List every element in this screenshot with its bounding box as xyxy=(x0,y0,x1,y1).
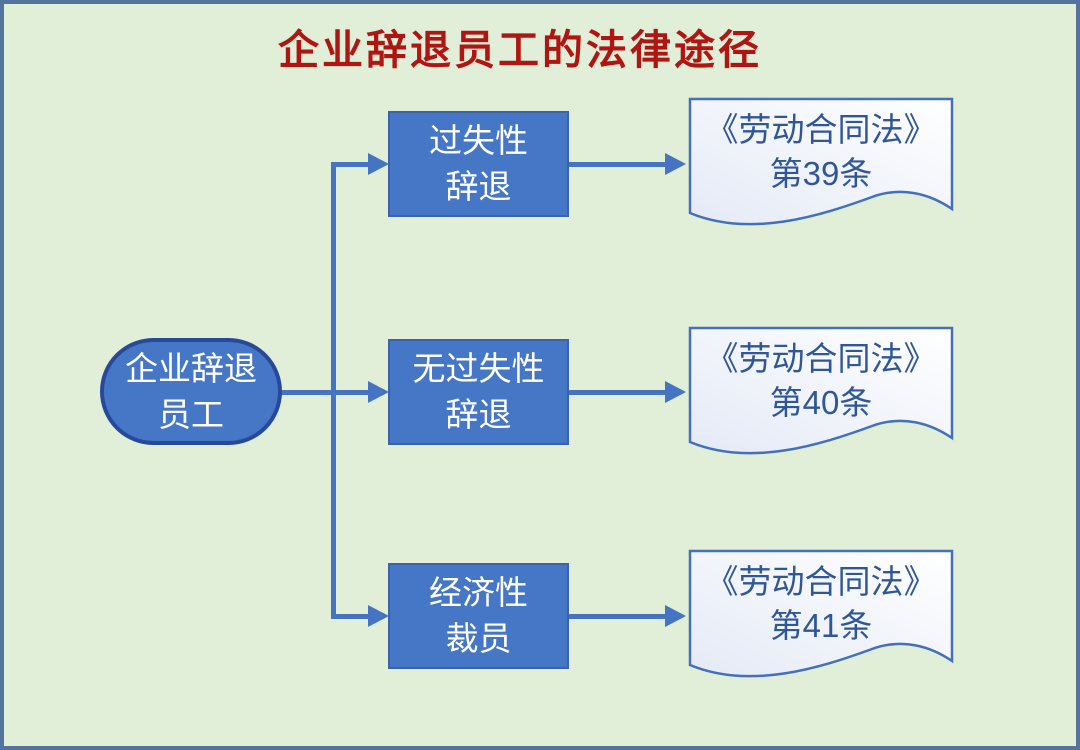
process-box-line1: 过失性 xyxy=(429,122,528,160)
process-box-line1: 经济性 xyxy=(429,574,528,612)
arrowhead-icon xyxy=(665,153,686,175)
connector-box2-to-doc2 xyxy=(568,390,667,395)
process-box-line2: 辞退 xyxy=(445,168,512,205)
process-box-line2: 裁员 xyxy=(445,620,512,657)
connector-bottom-branch xyxy=(333,614,371,619)
document-label-line1: 《劳动合同法》 xyxy=(705,339,937,377)
document-label-line1: 《劳动合同法》 xyxy=(705,110,937,148)
process-box-line2: 辞退 xyxy=(445,396,512,433)
connector-middle-branch xyxy=(278,390,371,395)
process-box-line1: 无过失性 xyxy=(412,350,545,388)
arrowhead-icon xyxy=(368,381,389,403)
document-node-article-39: 《劳动合同法》 第39条 xyxy=(688,97,954,244)
document-shape xyxy=(688,326,954,455)
document-shape xyxy=(688,549,954,678)
connector-top-branch xyxy=(333,162,371,167)
arrowhead-icon xyxy=(368,153,389,175)
arrowhead-icon xyxy=(368,605,389,627)
document-label: 《劳动合同法》 第41条 xyxy=(694,553,948,654)
source-node-line2: 员工 xyxy=(158,395,224,433)
connector-box1-to-doc1 xyxy=(568,162,667,167)
arrowhead-icon xyxy=(665,605,686,627)
document-node-article-41: 《劳动合同法》 第41条 xyxy=(688,549,954,696)
source-node-line1: 企业辞退 xyxy=(125,349,257,387)
document-node-article-40: 《劳动合同法》 第40条 xyxy=(688,326,954,473)
document-label-line2: 第39条 xyxy=(769,154,873,192)
process-box-fault-dismissal: 过失性 辞退 xyxy=(388,111,569,217)
document-shape xyxy=(688,97,954,226)
document-label-line2: 第41条 xyxy=(769,606,873,644)
process-box-economic-layoff: 经济性 裁员 xyxy=(388,563,569,669)
arrowhead-icon xyxy=(665,381,686,403)
document-label-line2: 第40条 xyxy=(769,383,873,421)
source-node-dismiss-employee: 企业辞退 员工 xyxy=(100,338,282,445)
connector-box3-to-doc3 xyxy=(568,614,667,619)
document-label: 《劳动合同法》 第40条 xyxy=(694,330,948,431)
document-label-line1: 《劳动合同法》 xyxy=(705,562,937,600)
process-box-no-fault-dismissal: 无过失性 辞退 xyxy=(388,339,569,445)
document-label: 《劳动合同法》 第39条 xyxy=(694,101,948,202)
diagram-title: 企业辞退员工的法律途径 xyxy=(278,27,762,73)
